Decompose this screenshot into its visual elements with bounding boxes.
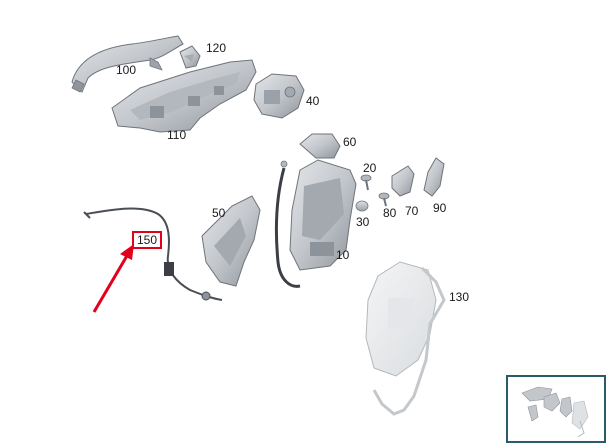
door-handle-part-100[interactable]	[71, 35, 184, 93]
lever-part-70[interactable]	[391, 165, 415, 197]
overview-thumbnail-image	[521, 386, 589, 438]
label-50[interactable]: 50	[212, 206, 226, 220]
door-lock-part-10[interactable]	[274, 159, 357, 288]
screw-part-20[interactable]	[360, 174, 372, 191]
lock-assembly-part-130[interactable]	[365, 261, 446, 416]
nut-part-30[interactable]	[355, 200, 369, 212]
label-120[interactable]: 120	[206, 41, 227, 55]
handle-carrier-part-110[interactable]	[111, 59, 257, 133]
lever-bracket-part-90[interactable]	[423, 157, 445, 197]
overview-thumbnail[interactable]	[506, 375, 606, 443]
label-30[interactable]: 30	[356, 215, 370, 229]
label-10[interactable]: 10	[336, 248, 350, 262]
label-100[interactable]: 100	[116, 63, 137, 77]
bracket-part-60[interactable]	[299, 133, 341, 159]
label-130[interactable]: 130	[449, 290, 470, 304]
label-110[interactable]: 110	[167, 128, 187, 142]
label-150-highlighted[interactable]: 150	[132, 231, 163, 249]
lock-housing-part-40[interactable]	[253, 73, 305, 119]
bowden-cable-part-150[interactable]	[83, 207, 223, 301]
bolt-part-80[interactable]	[378, 192, 390, 207]
label-40[interactable]: 40	[306, 94, 320, 108]
cover-cap-part-120[interactable]	[179, 45, 201, 69]
inner-bracket-part-50[interactable]	[201, 195, 261, 287]
label-80[interactable]: 80	[383, 206, 397, 220]
label-20[interactable]: 20	[363, 161, 377, 175]
highlight-arrow	[92, 244, 134, 313]
label-90[interactable]: 90	[433, 201, 447, 215]
label-70[interactable]: 70	[405, 204, 419, 218]
label-60[interactable]: 60	[343, 135, 357, 149]
